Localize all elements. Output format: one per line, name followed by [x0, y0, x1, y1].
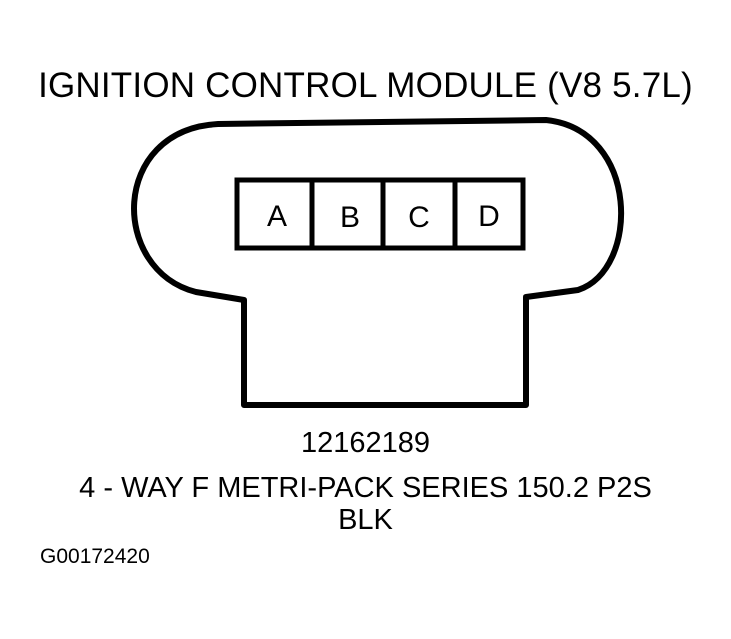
- connector-color: BLK: [338, 504, 393, 536]
- connector-part-number: 12162189: [300, 427, 431, 459]
- cavity-label-a: A: [267, 200, 287, 233]
- cavity-label-b: B: [340, 201, 360, 234]
- connector-description: 4 - WAY F METRI-PACK SERIES 150.2 P2S: [79, 472, 652, 504]
- figure-id: G00172420: [40, 545, 150, 568]
- cavity-label-c: C: [408, 201, 430, 234]
- diagram-title: IGNITION CONTROL MODULE (V8 5.7L): [38, 66, 693, 105]
- connector-housing-outline: [131, 117, 625, 408]
- cavity-label-d: D: [478, 200, 500, 233]
- cavity-box-d: [452, 177, 526, 251]
